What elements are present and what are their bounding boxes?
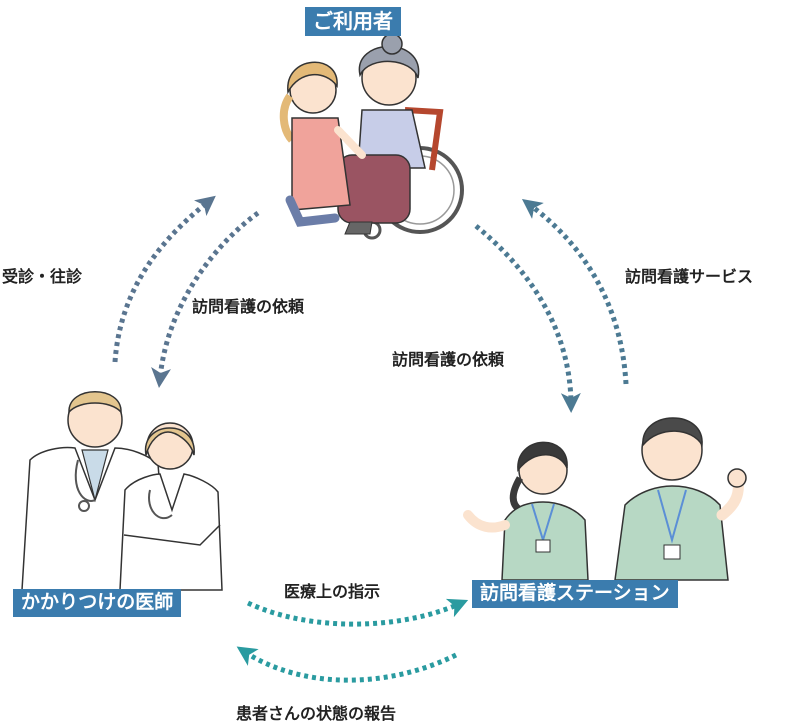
edge-label-report: 患者さんの状態の報告	[236, 704, 397, 723]
arrow-doctor-to-station	[246, 598, 469, 627]
arrow-doctor-to-user	[112, 195, 216, 363]
arrow-user-to-doctor	[151, 210, 260, 388]
edge-label-request-user: 訪問看護の依頼	[392, 350, 505, 369]
node-station-label: 訪問看護ステーション	[472, 580, 678, 608]
nurse-illustration	[463, 417, 747, 581]
node-user-label: ご利用者	[305, 7, 401, 36]
node-doctor-label: かかりつけの医師	[13, 589, 182, 617]
doctor-illustration	[21, 391, 223, 591]
user-illustration	[279, 33, 464, 240]
edge-label-visit-care: 受診・往診	[2, 267, 83, 286]
arrow-station-to-doctor	[236, 646, 458, 683]
edge-label-service: 訪問看護サービス	[625, 267, 754, 286]
arrow-station-to-user	[521, 199, 629, 385]
edge-label-instruction: 医療上の指示	[284, 582, 381, 601]
edge-label-request-doctor: 訪問看護の依頼	[192, 297, 305, 316]
arrow-user-to-station	[474, 224, 581, 413]
